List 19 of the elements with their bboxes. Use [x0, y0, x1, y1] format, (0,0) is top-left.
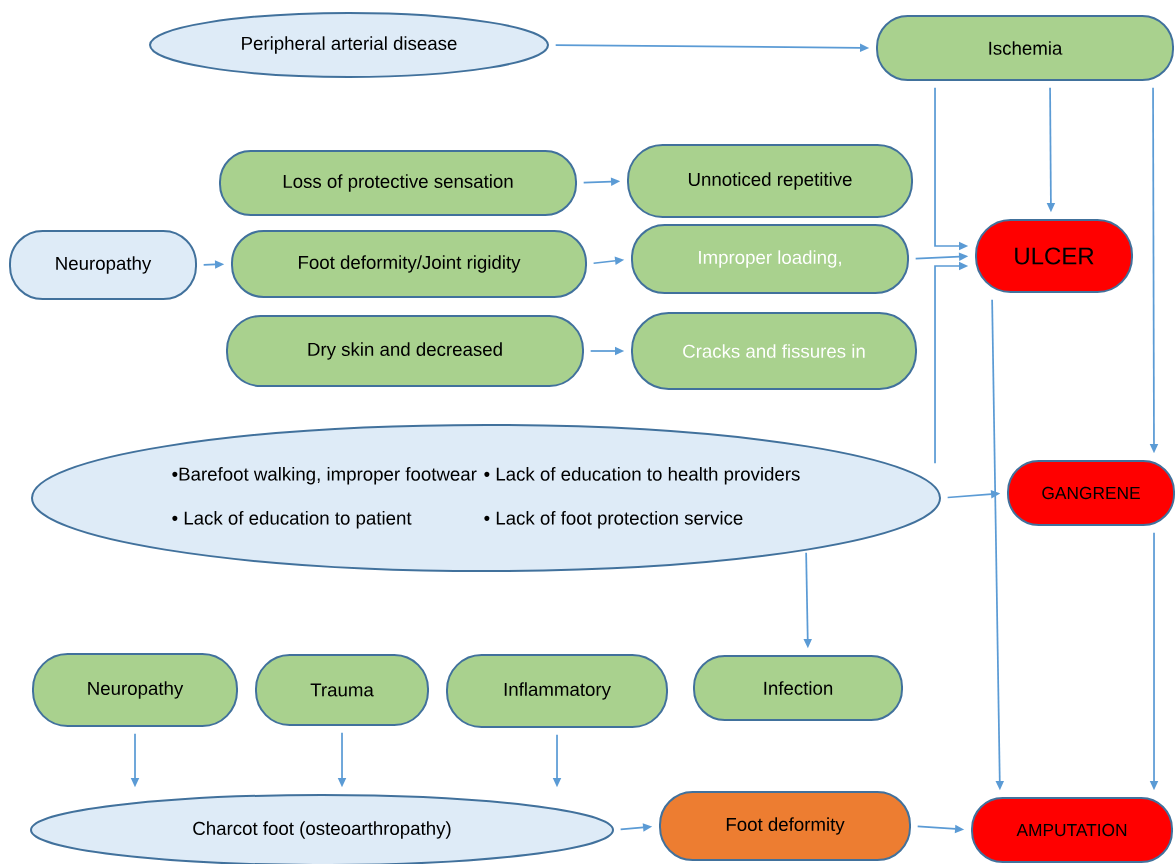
rounded-box: Trauma [255, 654, 429, 726]
rounded-box: Inflammatory [446, 654, 668, 728]
oval: Charcot foot (osteoarthropathy) [30, 794, 614, 864]
rounded-box: Neuropathy [32, 653, 238, 727]
rounded-box: Infection [693, 655, 903, 721]
rounded-box: Dry skin and decreased [226, 315, 584, 387]
oval: •Barefoot walking, improper footwear • Lack of education to health providers • Lack of education to patient • Lack of foot protection service [31, 424, 941, 572]
rounded-box: Foot deformity [659, 791, 911, 861]
rounded-box: Improper loading, [631, 224, 909, 294]
rounded-box: Cracks and fissures in [631, 312, 917, 390]
oval: Peripheral arterial disease [149, 12, 549, 78]
rounded-box: Foot deformity/Joint rigidity [231, 230, 587, 298]
rounded-box: Ischemia [876, 15, 1174, 81]
rounded-box: AMPUTATION [971, 797, 1173, 863]
rounded-box: Neuropathy [9, 230, 197, 300]
rounded-box: Unnoticed repetitive [627, 144, 913, 218]
rounded-box: GANGRENE [1007, 460, 1175, 526]
rounded-box: Loss of protective sensation [219, 150, 577, 216]
rounded-box: ULCER [975, 219, 1133, 293]
